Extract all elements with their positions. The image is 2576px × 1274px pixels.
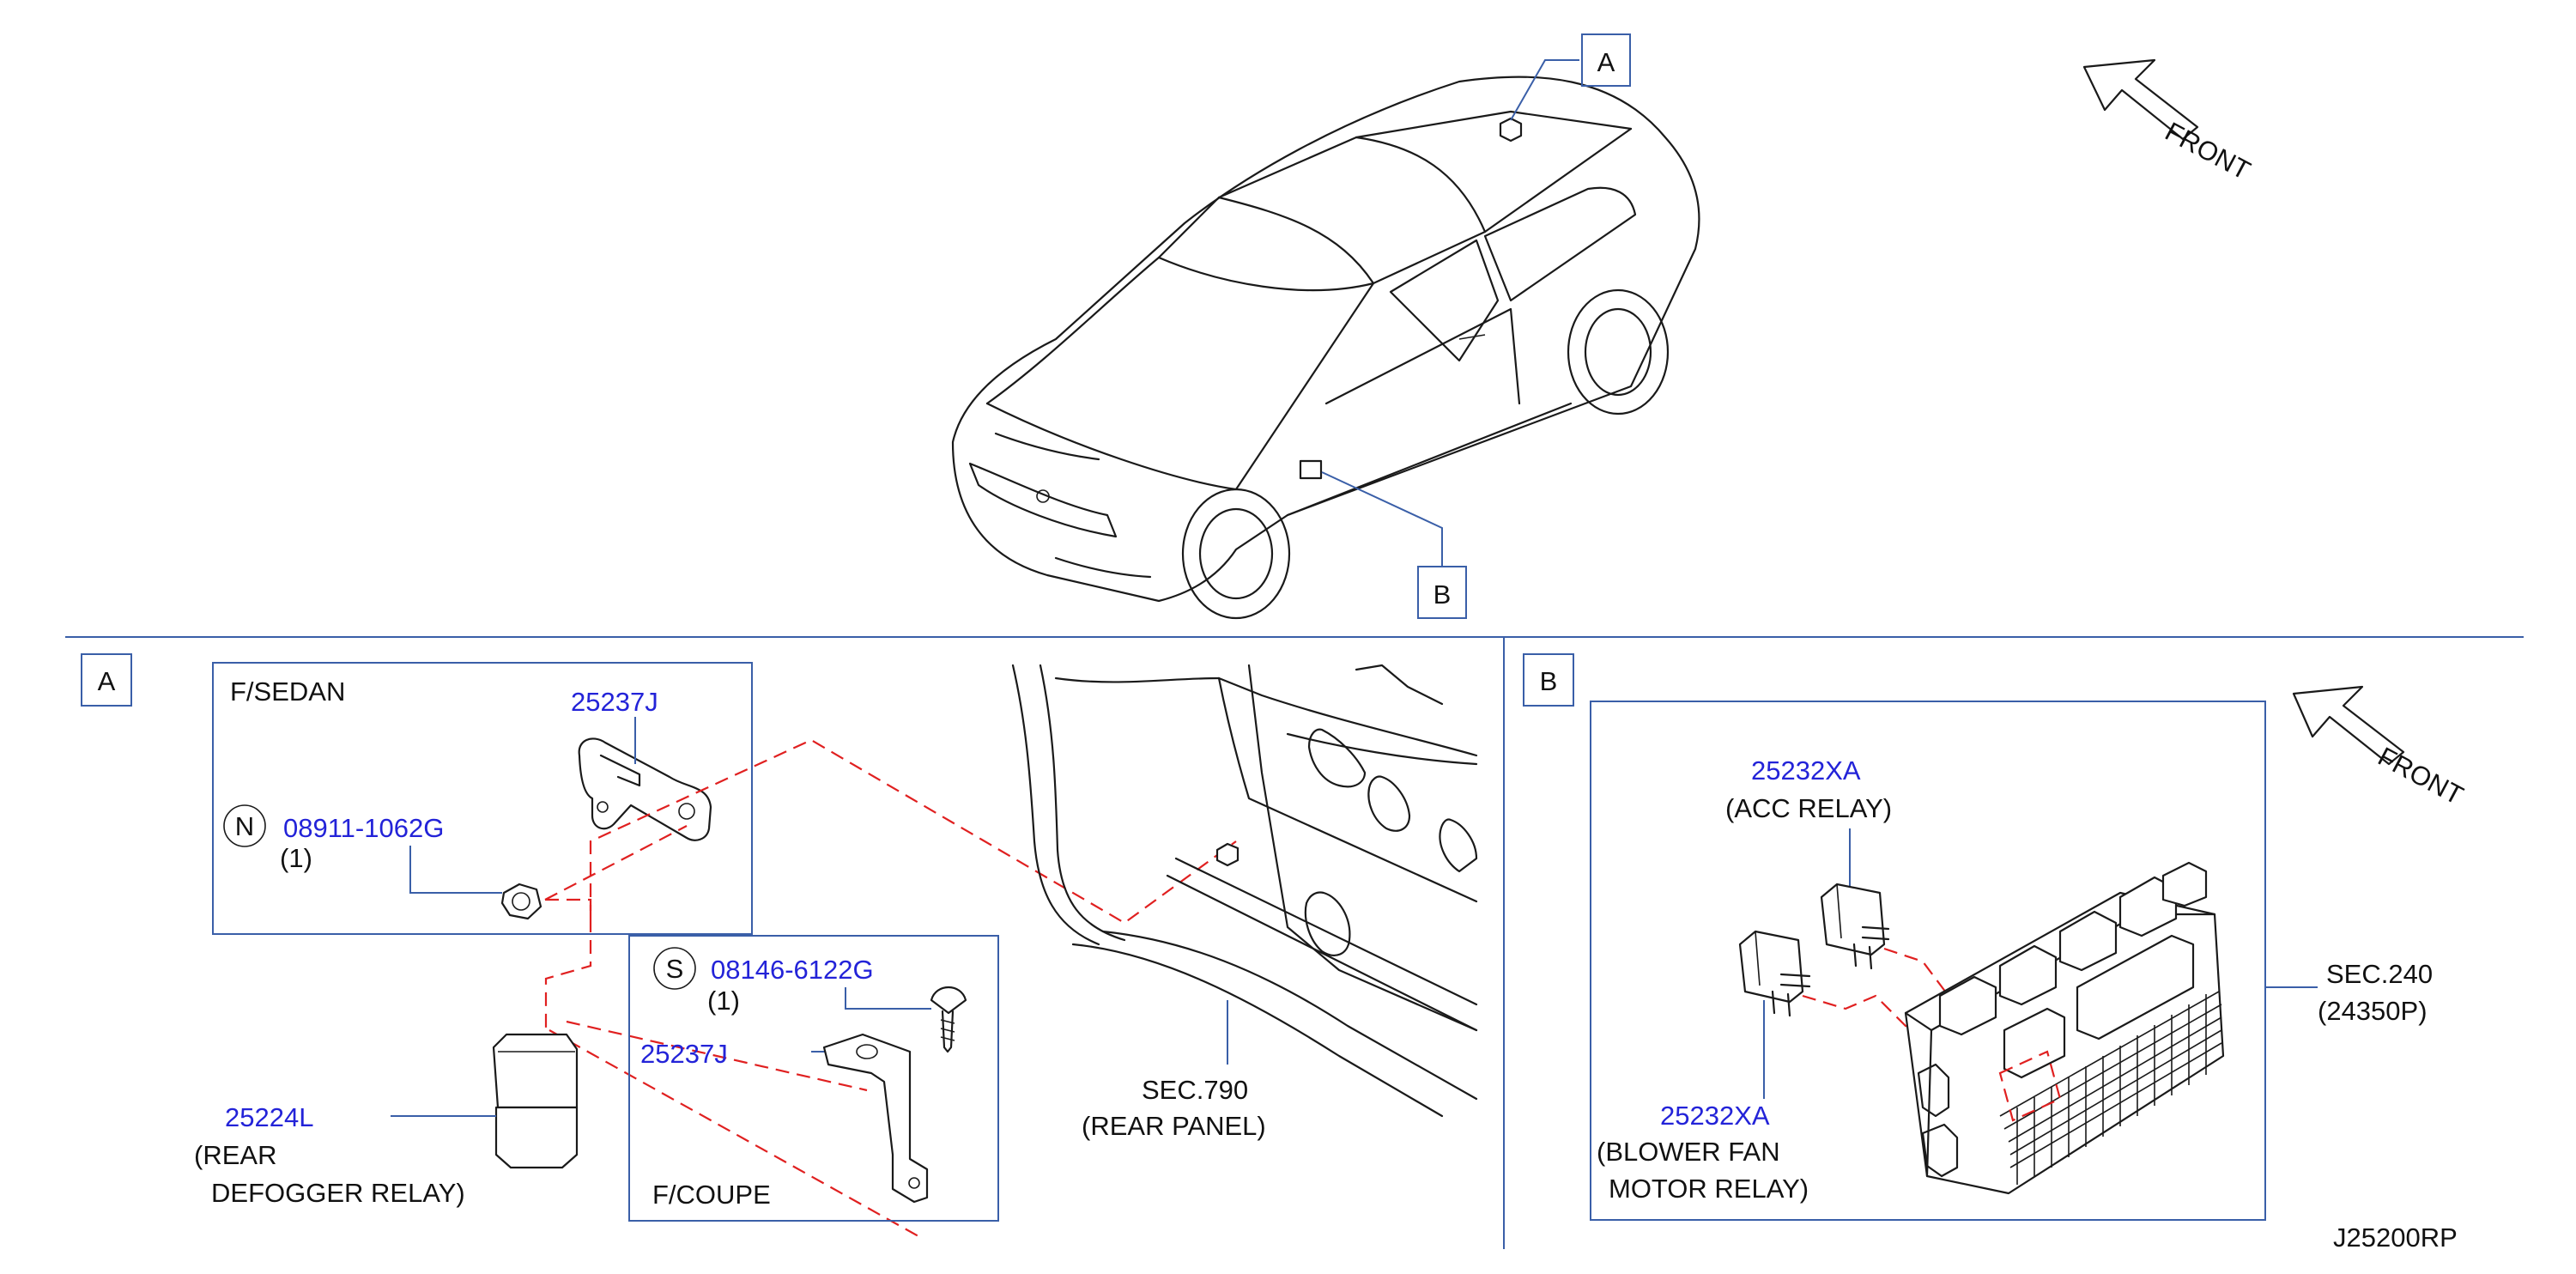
callout-box-car-b [1417,566,1467,619]
rear-panel-structure [1011,664,1478,1118]
rear-defogger-relay [492,1033,579,1169]
front-arrow-icon [2082,58,2199,141]
acc-relay-part-number[interactable]: 25232XA [1751,755,1861,786]
blower-fan-motor-relay [1738,930,1811,1017]
screw-quantity: (1) [707,986,740,1016]
sec-790-ref[interactable]: SEC.790 [1142,1075,1248,1105]
callout-car-a[interactable]: A [1597,47,1615,77]
relay-part-number[interactable]: 25224L [225,1102,313,1132]
sec-790-name: (REAR PANEL) [1082,1111,1266,1141]
panel-b-callout[interactable]: B [1540,666,1558,696]
acc-relay [1820,883,1890,970]
front-label-top: FRONT [2161,116,2256,185]
mount-path-sedan [544,825,688,901]
leader-car-a [1510,59,1579,121]
bracket-sedan-part-number[interactable]: 25237J [571,687,658,717]
screw-part-number[interactable]: 08146-6122G [711,955,874,985]
mount-path-relay [544,898,592,1047]
sedan-bracket [578,737,712,841]
screw-symbol: S [666,954,684,984]
sec-240-code: (24350P) [2318,996,2428,1026]
nut-symbol-circle [223,804,266,847]
blower-relay-name-line-1: (BLOWER FAN [1597,1137,1780,1167]
callout-car-b[interactable]: B [1433,579,1452,610]
sedan-title: F/SEDAN [230,676,345,707]
panel-b-callout-box [1523,653,1574,707]
front-label-panel-b: FRONT [2373,741,2469,810]
nut [500,883,542,920]
nut-symbol: N [235,811,254,841]
nut-quantity: (1) [280,843,312,873]
coupe-bracket [822,1033,929,1204]
leader-screw [845,987,931,1010]
bracket-coupe-part-number[interactable]: 25237J [640,1039,728,1069]
screw [930,986,967,1053]
fuse-relay-block [1904,861,2225,1195]
panel-a-callout[interactable]: A [98,666,116,696]
diagram-code: J25200RP [2333,1222,2458,1253]
blower-relay-part-number[interactable]: 25232XA [1660,1101,1770,1131]
coupe-variant-box [628,935,999,1222]
leader-car-b [1321,471,1443,567]
mount-path-coupe [549,1020,919,1237]
coupe-title: F/COUPE [652,1180,771,1210]
leader-nut [409,846,502,894]
panel-a-callout-box [81,653,132,707]
acc-relay-path [1883,947,2001,1065]
screw-symbol-circle [653,947,696,990]
blower-relay-name-line-2: MOTOR RELAY) [1609,1174,1809,1204]
relay-name-line-1: (REAR [194,1140,276,1170]
front-arrow-icon-panel-b [2292,685,2405,766]
sedan-variant-box [212,662,753,935]
relay-box-frame [1590,701,2266,1221]
sec-240-ref[interactable]: SEC.240 [2326,959,2433,989]
acc-relay-name: (ACC RELAY) [1725,793,1892,823]
mount-path-panel [589,738,1237,925]
callout-box-car-a [1581,33,1631,87]
car-illustration [951,76,1700,620]
relay-name-line-2: DEFOGGER RELAY) [211,1178,465,1208]
nut-part-number[interactable]: 08911-1062G [283,813,444,843]
